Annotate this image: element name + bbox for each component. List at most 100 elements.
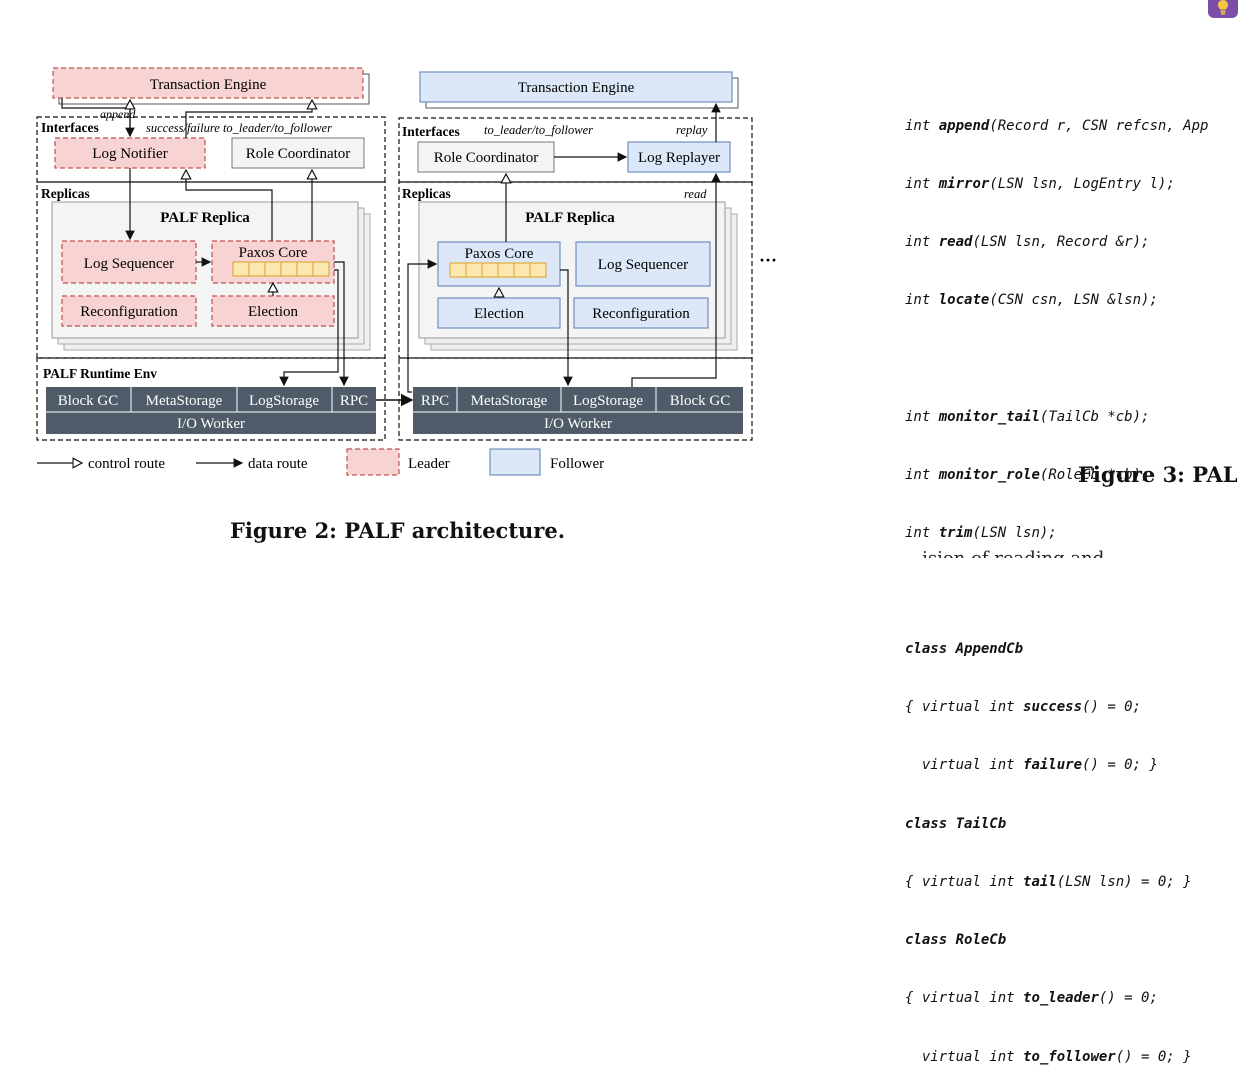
log-replayer xyxy=(627,141,731,173)
left-runtime-env xyxy=(36,357,386,441)
code-line: int trim(LSN lsn); xyxy=(905,524,1057,541)
diagram-label: Reconfiguration xyxy=(592,306,690,322)
left-interfaces-box xyxy=(36,116,386,183)
diagram-label: Transaction Engine xyxy=(150,77,267,93)
diagram-label: Paxos Core xyxy=(465,246,534,262)
diagram-label: Role Coordinator xyxy=(246,146,351,162)
diagram-label: Paxos Core xyxy=(239,245,308,261)
diagram-label: Log Notifier xyxy=(92,146,167,162)
code-line: int append(Record r, CSN refcsn, App xyxy=(905,117,1209,134)
palf-architecture-diagram: Transaction Engine Interfaces append suc… xyxy=(36,67,777,476)
lightbulb-icon xyxy=(1218,0,1228,15)
api-code-listing: int append(Record r, CSN refcsn, App int… xyxy=(905,78,1256,1086)
left-reconfiguration xyxy=(61,295,197,327)
left-runtime-block xyxy=(46,387,376,434)
right-runtime-block xyxy=(413,387,743,434)
diagram-label: replay xyxy=(676,123,708,137)
diagram-shape xyxy=(449,262,467,278)
diagram-shape xyxy=(465,262,483,278)
code-line: class AppendCb xyxy=(905,640,1024,657)
right-transaction-engine xyxy=(419,71,733,103)
diagram-shape xyxy=(185,100,312,138)
diagram-shape xyxy=(631,172,721,387)
diagram-label: Block GC xyxy=(670,393,730,409)
legend-follower-swatch xyxy=(489,448,541,476)
diagram-label: Interfaces xyxy=(402,124,460,139)
diagram-shape xyxy=(232,261,250,277)
diagram-label: Log Sequencer xyxy=(598,257,688,273)
diagram-shape xyxy=(264,261,282,277)
diagram-label: Election xyxy=(474,306,524,322)
diagram-label: Election xyxy=(248,304,298,320)
diagram-label: Log Replayer xyxy=(638,150,720,166)
diagram-label: Replicas xyxy=(402,186,451,201)
diagram-shape xyxy=(312,261,330,277)
log-notifier xyxy=(54,137,206,169)
code-line: int mirror(LSN lsn, LogEntry l); xyxy=(905,176,1175,193)
diagram-label: Log Sequencer xyxy=(84,256,174,272)
diagram-label: Role Coordinator xyxy=(434,150,539,166)
code-line: int read(LSN lsn, Record &r); xyxy=(905,234,1150,251)
diagram-label: PALF Replica xyxy=(525,210,615,226)
left-transaction-engine xyxy=(52,67,364,99)
diagram-label: MetaStorage xyxy=(471,393,548,409)
right-election xyxy=(437,297,561,329)
right-log-sequencer xyxy=(575,241,711,287)
code-line: { virtual int success() = 0; xyxy=(905,699,1142,716)
diagram-label: read xyxy=(684,187,707,201)
diagram-label: Leader xyxy=(408,456,450,472)
diagram-shape xyxy=(407,259,438,393)
diagram-label: success/failure to_leader/to_follower xyxy=(146,121,332,135)
code-line: int monitor_tail(TailCb *cb); xyxy=(905,408,1150,425)
diagram-shape xyxy=(497,262,515,278)
diagram-label: Interfaces xyxy=(41,120,99,135)
diagram-label: PALF Replica xyxy=(160,210,250,226)
diagram-label: to_leader/to_follower xyxy=(484,123,593,137)
code-line: virtual int failure() = 0; } xyxy=(905,757,1158,774)
diagram-label: LogStorage xyxy=(249,393,319,409)
diagram-label: RPC xyxy=(421,393,449,409)
diagram-shape xyxy=(186,170,273,241)
code-line: int locate(CSN csn, LSN &lsn); xyxy=(905,292,1158,309)
diagram-label: I/O Worker xyxy=(177,416,245,432)
diagram-label: data route xyxy=(248,456,308,472)
diagram-label: I/O Worker xyxy=(544,416,612,432)
lightbulb-button[interactable] xyxy=(1208,0,1238,18)
diagram-shape xyxy=(529,262,547,278)
diagram-shape xyxy=(279,269,339,387)
diagram-shape xyxy=(296,261,314,277)
diagram-label: Follower xyxy=(550,456,604,472)
code-line: class TailCb xyxy=(905,815,1007,832)
diagram-label: ··· xyxy=(759,250,777,270)
code-line: { virtual int tail(LSN lsn) = 0; } xyxy=(905,873,1192,890)
diagram-shape xyxy=(280,261,298,277)
diagram-label: control route xyxy=(88,456,165,472)
diagram-shape xyxy=(334,261,349,387)
diagram-label: Reconfiguration xyxy=(80,304,178,320)
code-line: { virtual int to_leader() = 0; xyxy=(905,990,1158,1007)
diagram-label: RPC xyxy=(340,393,368,409)
left-election xyxy=(211,295,335,327)
code-line: virtual int to_follower() = 0; } xyxy=(905,1048,1192,1065)
diagram-shape xyxy=(560,269,573,387)
code-line: int monitor_role(RoleCb *cb); xyxy=(905,466,1150,483)
diagram-shape xyxy=(481,262,499,278)
diagram-label: Replicas xyxy=(41,186,90,201)
left-log-sequencer xyxy=(61,240,197,284)
right-runtime-env xyxy=(398,357,753,441)
diagram-shape xyxy=(513,262,531,278)
code-line: class RoleCb xyxy=(905,932,1007,949)
right-reconfiguration xyxy=(573,297,709,329)
figure-2-caption: Figure 2: PALF architecture. xyxy=(230,518,566,543)
diagram-shape xyxy=(248,261,266,277)
legend-leader-swatch xyxy=(346,448,400,476)
diagram-label: MetaStorage xyxy=(146,393,223,409)
body-text-fragment: ...ision of reading and xyxy=(905,548,1104,558)
right-role-coordinator xyxy=(417,141,555,173)
diagram-label: LogStorage xyxy=(573,393,643,409)
diagram-label: Block GC xyxy=(58,393,118,409)
figure-3-caption: Figure 3: PAL xyxy=(1078,462,1238,487)
left-replicas-box xyxy=(36,181,386,359)
left-role-coordinator xyxy=(231,137,365,169)
diagram-label: append xyxy=(100,107,136,121)
